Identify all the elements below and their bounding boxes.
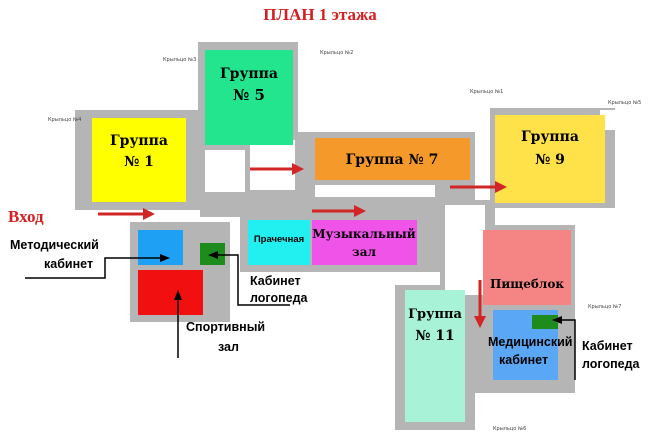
logoped-left-label-2: логопеда <box>250 291 309 305</box>
laundry-label: Прачечная <box>254 234 304 245</box>
entrance-label: Вход <box>8 207 44 226</box>
group5-label-2: № 5 <box>233 86 265 104</box>
porch-area <box>300 50 340 80</box>
callout-line-logoped-left <box>218 254 290 306</box>
methodical-label-1: Методический <box>10 238 99 252</box>
room-logoped-right <box>532 315 558 329</box>
music-hall-label-2: зал <box>352 245 376 259</box>
porch-label-4: Крыльцо №4 <box>48 117 81 123</box>
callout-lines <box>25 251 576 380</box>
porch-label-1: Крыльцо №1 <box>470 89 503 95</box>
porch-label-2: Крыльцо №2 <box>320 50 353 56</box>
corridor-floor <box>315 185 435 197</box>
room-labels: Группа № 1 Группа № 5 Группа № 7 Группа … <box>110 66 579 344</box>
room-group7 <box>315 138 470 180</box>
group9-label-1: Группа <box>521 129 579 145</box>
porch-label-7: Крыльцо №7 <box>588 304 621 310</box>
porch-label-6: Крыльцо №6 <box>493 426 526 432</box>
callout-labels: Методический кабинет Кабинет логопеда Сп… <box>10 238 641 371</box>
room-sport <box>138 270 203 315</box>
porch-area-right <box>600 110 630 130</box>
porch-label-3: Крыльцо №3 <box>163 57 196 63</box>
medical-label-1: Медицинский <box>488 335 572 349</box>
arrow-corridor <box>312 205 366 217</box>
route-arrows <box>98 163 507 328</box>
methodical-label-2: кабинет <box>44 257 93 271</box>
group11-label-2: № 11 <box>415 328 455 344</box>
plan-title: ПЛАН 1 этажа <box>263 5 377 24</box>
room-laundry <box>248 220 310 265</box>
group1-label-2: № 1 <box>124 154 154 170</box>
group11-label-1: Группа <box>408 307 462 322</box>
room-group9 <box>495 115 605 203</box>
logoped-right-label-2: логопеда <box>582 357 641 371</box>
callout-line-methodical <box>25 257 160 279</box>
arrow-entrance <box>98 208 155 220</box>
arrow-to-group9 <box>450 181 507 193</box>
porch-labels: Крыльцо №1 Крыльцо №2 Крыльцо №3 Крыльцо… <box>48 50 641 432</box>
sport-label-2: зал <box>218 340 239 354</box>
logoped-right-label-1: Кабинет <box>582 339 633 353</box>
medical-label-2: кабинет <box>499 353 548 367</box>
room-group1 <box>92 118 186 202</box>
wall-block-corridor <box>200 195 450 217</box>
group5-label-1: Группа <box>220 66 278 82</box>
room-group11 <box>405 290 465 422</box>
logoped-left-label-1: Кабинет <box>250 274 301 288</box>
room-kitchen <box>483 230 571 305</box>
room-group5 <box>205 50 293 145</box>
music-hall-label-1: Музыкальный <box>312 227 416 241</box>
sport-label-1: Спортивный <box>186 320 265 334</box>
group7-label: Группа № 7 <box>346 152 439 168</box>
arrow-down-kitchen <box>474 280 486 328</box>
right-corridor-floor <box>445 205 485 295</box>
porch-label-5: Крыльцо №5 <box>608 100 641 106</box>
group1-label-1: Группа <box>110 133 168 149</box>
room-music-hall <box>312 220 417 265</box>
stair-room <box>205 150 245 192</box>
arrow-hall <box>250 163 304 175</box>
kitchen-label: Пищеблок <box>490 277 564 291</box>
group9-label-2: № 9 <box>535 152 565 168</box>
callout-line-logoped-right <box>562 319 576 380</box>
hall-floor <box>250 140 295 190</box>
